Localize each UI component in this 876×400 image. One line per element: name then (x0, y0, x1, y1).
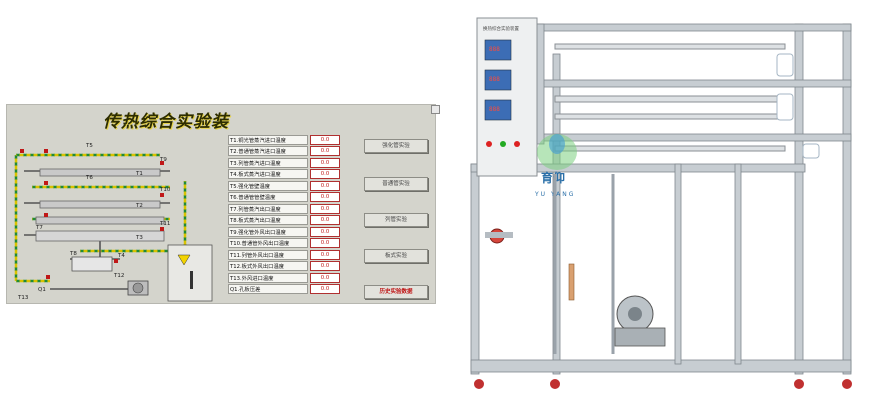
row-label: T5.强化管壁温度 (228, 180, 308, 191)
close-button[interactable] (431, 105, 440, 114)
brand-cn: 育仰 (541, 170, 565, 185)
display-3-reading: 888 (489, 106, 500, 113)
panel-title: 传热综合实验装置 (103, 112, 229, 157)
row-value: 0.0 (310, 146, 340, 157)
label-t12: T12 (113, 273, 124, 279)
row-label: T13.外风进口温度 (228, 272, 308, 283)
row-value: 0.0 (310, 157, 340, 168)
label-t1: T1 (135, 171, 143, 177)
shell-tube-experiment-button[interactable]: 列管实验 (364, 213, 428, 227)
row-value: 0.0 (310, 215, 340, 226)
row-value: 0.0 (310, 192, 340, 203)
enhanced-tube-experiment-button[interactable]: 强化管实验 (364, 139, 428, 153)
row-label: T2.普通管蒸汽进口温度 (228, 146, 308, 157)
label-t7: T7 (35, 225, 43, 231)
row-value: 0.0 (310, 226, 340, 237)
process-diagram: T5 T9 T6 T1 T10 T11 T2 T3 T7 T8 T4 T12 Q… (10, 131, 226, 303)
row-label: T4.板式蒸汽进口温度 (228, 169, 308, 180)
label-t6: T6 (85, 175, 93, 181)
row-label: T12.板式外风出口温度 (228, 261, 308, 272)
ordinary-tube-experiment-button[interactable]: 普通管实验 (364, 177, 428, 191)
indicator-lights (486, 141, 520, 147)
row-label: T8.板式蒸汽出口温度 (228, 215, 308, 226)
history-data-button[interactable]: 历史实验数据 (364, 285, 428, 299)
row-value: 0.0 (310, 238, 340, 249)
row-label: T10.普通管外风出口温度 (228, 238, 308, 249)
row-label: T3.列管蒸汽进口温度 (228, 157, 308, 168)
row-value: 0.0 (310, 180, 340, 191)
row-label: T6.普通管管壁温度 (228, 192, 308, 203)
label-t8: T8 (69, 251, 77, 257)
temperature-displays: 888 888 888 (484, 39, 512, 121)
label-t5: T5 (85, 143, 93, 149)
row-value: 0.0 (310, 249, 340, 260)
label-t10: T10 (159, 187, 171, 193)
row-value: 0.0 (310, 135, 340, 145)
plate-experiment-button[interactable]: 板式实验 (364, 249, 428, 263)
label-t9: T9 (159, 157, 167, 163)
display-1-reading: 888 (489, 46, 500, 53)
display-2-reading: 888 (489, 76, 500, 83)
row-value: 0.0 (310, 284, 340, 295)
row-label: Q1.孔板压差 (228, 284, 308, 295)
row-value: 0.0 (310, 169, 340, 180)
label-t11: T11 (159, 221, 170, 227)
label-t2: T2 (135, 203, 143, 209)
row-value: 0.0 (310, 261, 340, 272)
row-label: T11.列管外风出口温度 (228, 249, 308, 260)
label-t13: T13 (17, 295, 29, 301)
row-value: 0.0 (310, 272, 340, 283)
blower (614, 295, 666, 347)
label-q1: Q1 (38, 287, 46, 293)
row-label: T1.铜光管蒸汽进口温度 (228, 135, 308, 145)
row-label: T7.列管蒸汽出口温度 (228, 203, 308, 214)
row-label: T9.强化管外风出口温度 (228, 226, 308, 237)
label-t4: T4 (117, 253, 125, 259)
label-t3: T3 (135, 235, 143, 241)
control-panel-screenshot: 传热综合实验装置 (6, 104, 440, 304)
device-name: 换热综合实验装置 (483, 25, 519, 32)
apparatus-photo: 换热综合实验装置 888 888 888 育仰 YU YANG (465, 14, 867, 398)
row-value: 0.0 (310, 203, 340, 214)
